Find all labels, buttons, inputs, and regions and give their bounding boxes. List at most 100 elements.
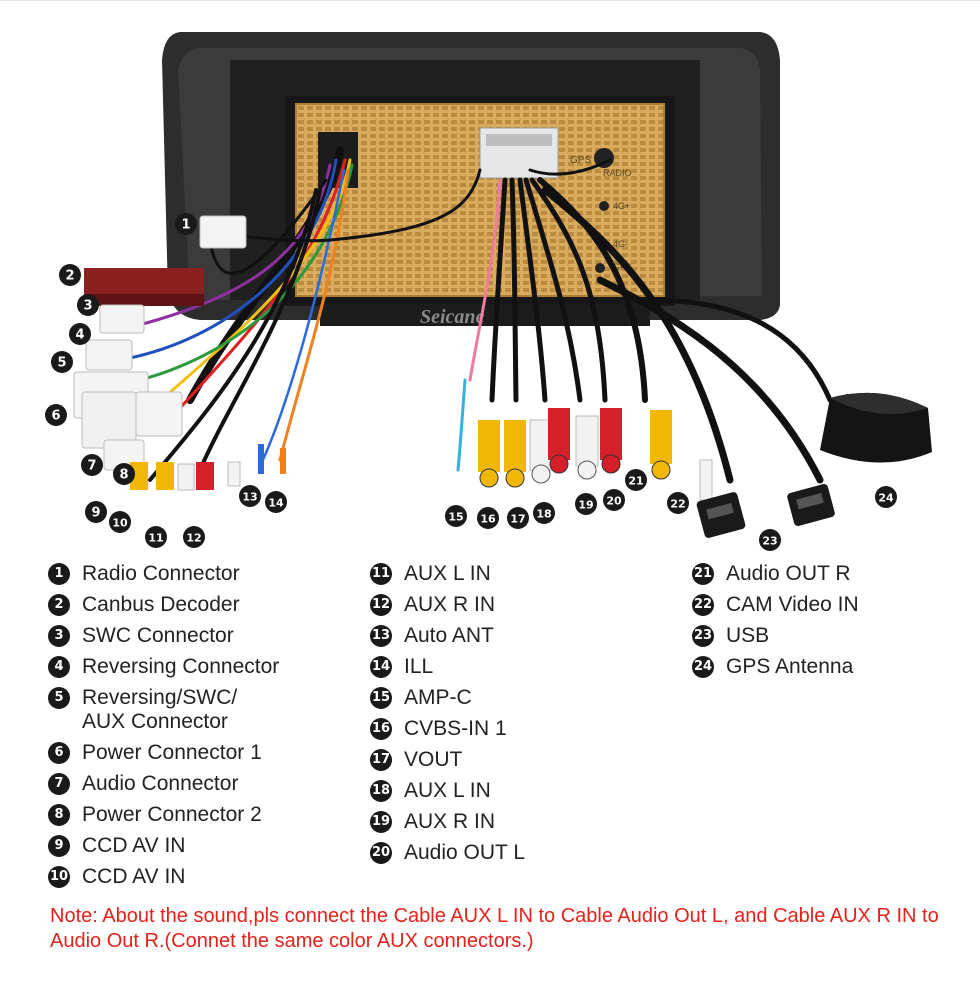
legend-item: 2 Canbus Decoder bbox=[48, 593, 348, 617]
callout-badge bbox=[77, 294, 99, 316]
callout-badge bbox=[113, 463, 135, 485]
legend-label: CCD AV IN bbox=[82, 834, 186, 857]
legend-item: 5 Reversing/SWC/ AUX Connector bbox=[48, 686, 348, 734]
legend-label: Canbus Decoder bbox=[82, 593, 240, 616]
brand-watermark: Seicane bbox=[420, 306, 485, 328]
callout-number: 18 bbox=[536, 508, 551, 521]
legend-label: ILL bbox=[404, 655, 434, 678]
legend-number-badge: 23 bbox=[692, 625, 714, 647]
legend-item: 21 Audio OUT R bbox=[692, 562, 962, 586]
callout-number: 14 bbox=[268, 497, 284, 510]
legend-number-badge: 15 bbox=[370, 687, 392, 709]
legend-label: Audio OUT R bbox=[726, 562, 851, 585]
legend-label: AMP-C bbox=[404, 686, 472, 709]
legend-number-badge: 19 bbox=[370, 811, 392, 833]
legend-number-badge: 10 bbox=[48, 866, 70, 888]
legend-number-badge: 22 bbox=[692, 594, 714, 616]
legend-number-badge: 6 bbox=[48, 742, 70, 764]
callout-badge bbox=[239, 485, 261, 507]
callout-badge bbox=[667, 492, 689, 514]
legend-label: USB bbox=[726, 624, 770, 647]
callout-badge bbox=[85, 501, 107, 523]
callout-badge bbox=[69, 323, 91, 345]
callout-number: 5 bbox=[57, 356, 66, 371]
back-panel: GPS RADIO 4G+ 4G- GPS bbox=[295, 103, 665, 297]
callout-badge bbox=[183, 526, 205, 548]
center-rca-plugs bbox=[478, 408, 713, 501]
callout-badge bbox=[265, 491, 287, 513]
legend-label: AUX L IN bbox=[404, 779, 491, 802]
legend-item: 6 Power Connector 1 bbox=[48, 741, 348, 765]
legend-number-badge: 4 bbox=[48, 656, 70, 678]
callout-number: 12 bbox=[186, 532, 201, 545]
legend-label: SWC Connector bbox=[82, 624, 234, 647]
legend-number-badge: 21 bbox=[692, 563, 714, 585]
callout-badge bbox=[109, 511, 131, 533]
callout-badge bbox=[533, 502, 555, 524]
legend-number-badge: 13 bbox=[370, 625, 392, 647]
legend-label: AUX R IN bbox=[404, 593, 496, 616]
port-label-4g-minus: 4G- bbox=[613, 239, 628, 249]
callout-number: 15 bbox=[448, 511, 463, 524]
legend-number-badge: 3 bbox=[48, 625, 70, 647]
callout-badge bbox=[81, 454, 103, 476]
callout-badge bbox=[575, 493, 597, 515]
callout-badge bbox=[603, 489, 625, 511]
legend-item: 12 AUX R IN bbox=[370, 593, 670, 617]
legend-item: 11 AUX L IN bbox=[370, 562, 670, 586]
callout-badge bbox=[759, 529, 781, 551]
legend-number-badge: 9 bbox=[48, 835, 70, 857]
wiring-diagram: GPS RADIO 4G+ 4G- GPS Seicane bbox=[45, 32, 932, 551]
callout-number: 23 bbox=[762, 535, 777, 548]
legend-label: Audio OUT L bbox=[404, 841, 526, 864]
legend-item: 3 SWC Connector bbox=[48, 624, 348, 648]
legend-number-badge: 12 bbox=[370, 594, 392, 616]
legend-label: Audio Connector bbox=[82, 772, 239, 795]
callout-number: 11 bbox=[148, 532, 163, 545]
callout-badge bbox=[59, 264, 81, 286]
top-divider bbox=[0, 0, 980, 1]
legend-item: 4 Reversing Connector bbox=[48, 655, 348, 679]
callout-number: 8 bbox=[119, 468, 128, 483]
legend-item: 23 USB bbox=[692, 624, 962, 648]
wiring-note: Note: About the sound,pls connect the Ca… bbox=[50, 905, 939, 952]
callout-number: 3 bbox=[83, 299, 92, 314]
legend-number-badge: 16 bbox=[370, 718, 392, 740]
legend-item: 7 Audio Connector bbox=[48, 772, 348, 796]
legend-label: VOUT bbox=[404, 748, 463, 771]
callout-number: 6 bbox=[51, 409, 60, 424]
legend-item: 15 AMP-C bbox=[370, 686, 670, 710]
legend-label: Reversing/SWC/ AUX Connector bbox=[82, 686, 238, 733]
legend-number-badge: 20 bbox=[370, 842, 392, 864]
port-label-gps: GPS bbox=[570, 155, 591, 166]
callout-badge bbox=[175, 213, 197, 235]
legend-number-badge: 5 bbox=[48, 687, 70, 709]
callout-badge bbox=[145, 526, 167, 548]
legend-number-badge: 11 bbox=[370, 563, 392, 585]
callout-number: 16 bbox=[480, 513, 496, 526]
legend-number-badge: 24 bbox=[692, 656, 714, 678]
legend-number-badge: 7 bbox=[48, 773, 70, 795]
legend-number-badge: 1 bbox=[48, 563, 70, 585]
callout-number: 10 bbox=[112, 517, 128, 530]
legend-label: Power Connector 2 bbox=[82, 803, 262, 826]
legend-label: Power Connector 1 bbox=[82, 741, 262, 764]
legend-label: AUX L IN bbox=[404, 562, 491, 585]
left-rca-plugs bbox=[130, 444, 286, 491]
legend-label: Auto ANT bbox=[404, 624, 494, 647]
legend-label: Reversing Connector bbox=[82, 655, 280, 678]
callout-badge bbox=[507, 507, 529, 529]
legend-item: 9 CCD AV IN bbox=[48, 834, 348, 858]
legend-number-badge: 2 bbox=[48, 594, 70, 616]
usb-connectors bbox=[696, 484, 835, 538]
legend-number-badge: 14 bbox=[370, 656, 392, 678]
callout-number: 19 bbox=[578, 499, 593, 512]
